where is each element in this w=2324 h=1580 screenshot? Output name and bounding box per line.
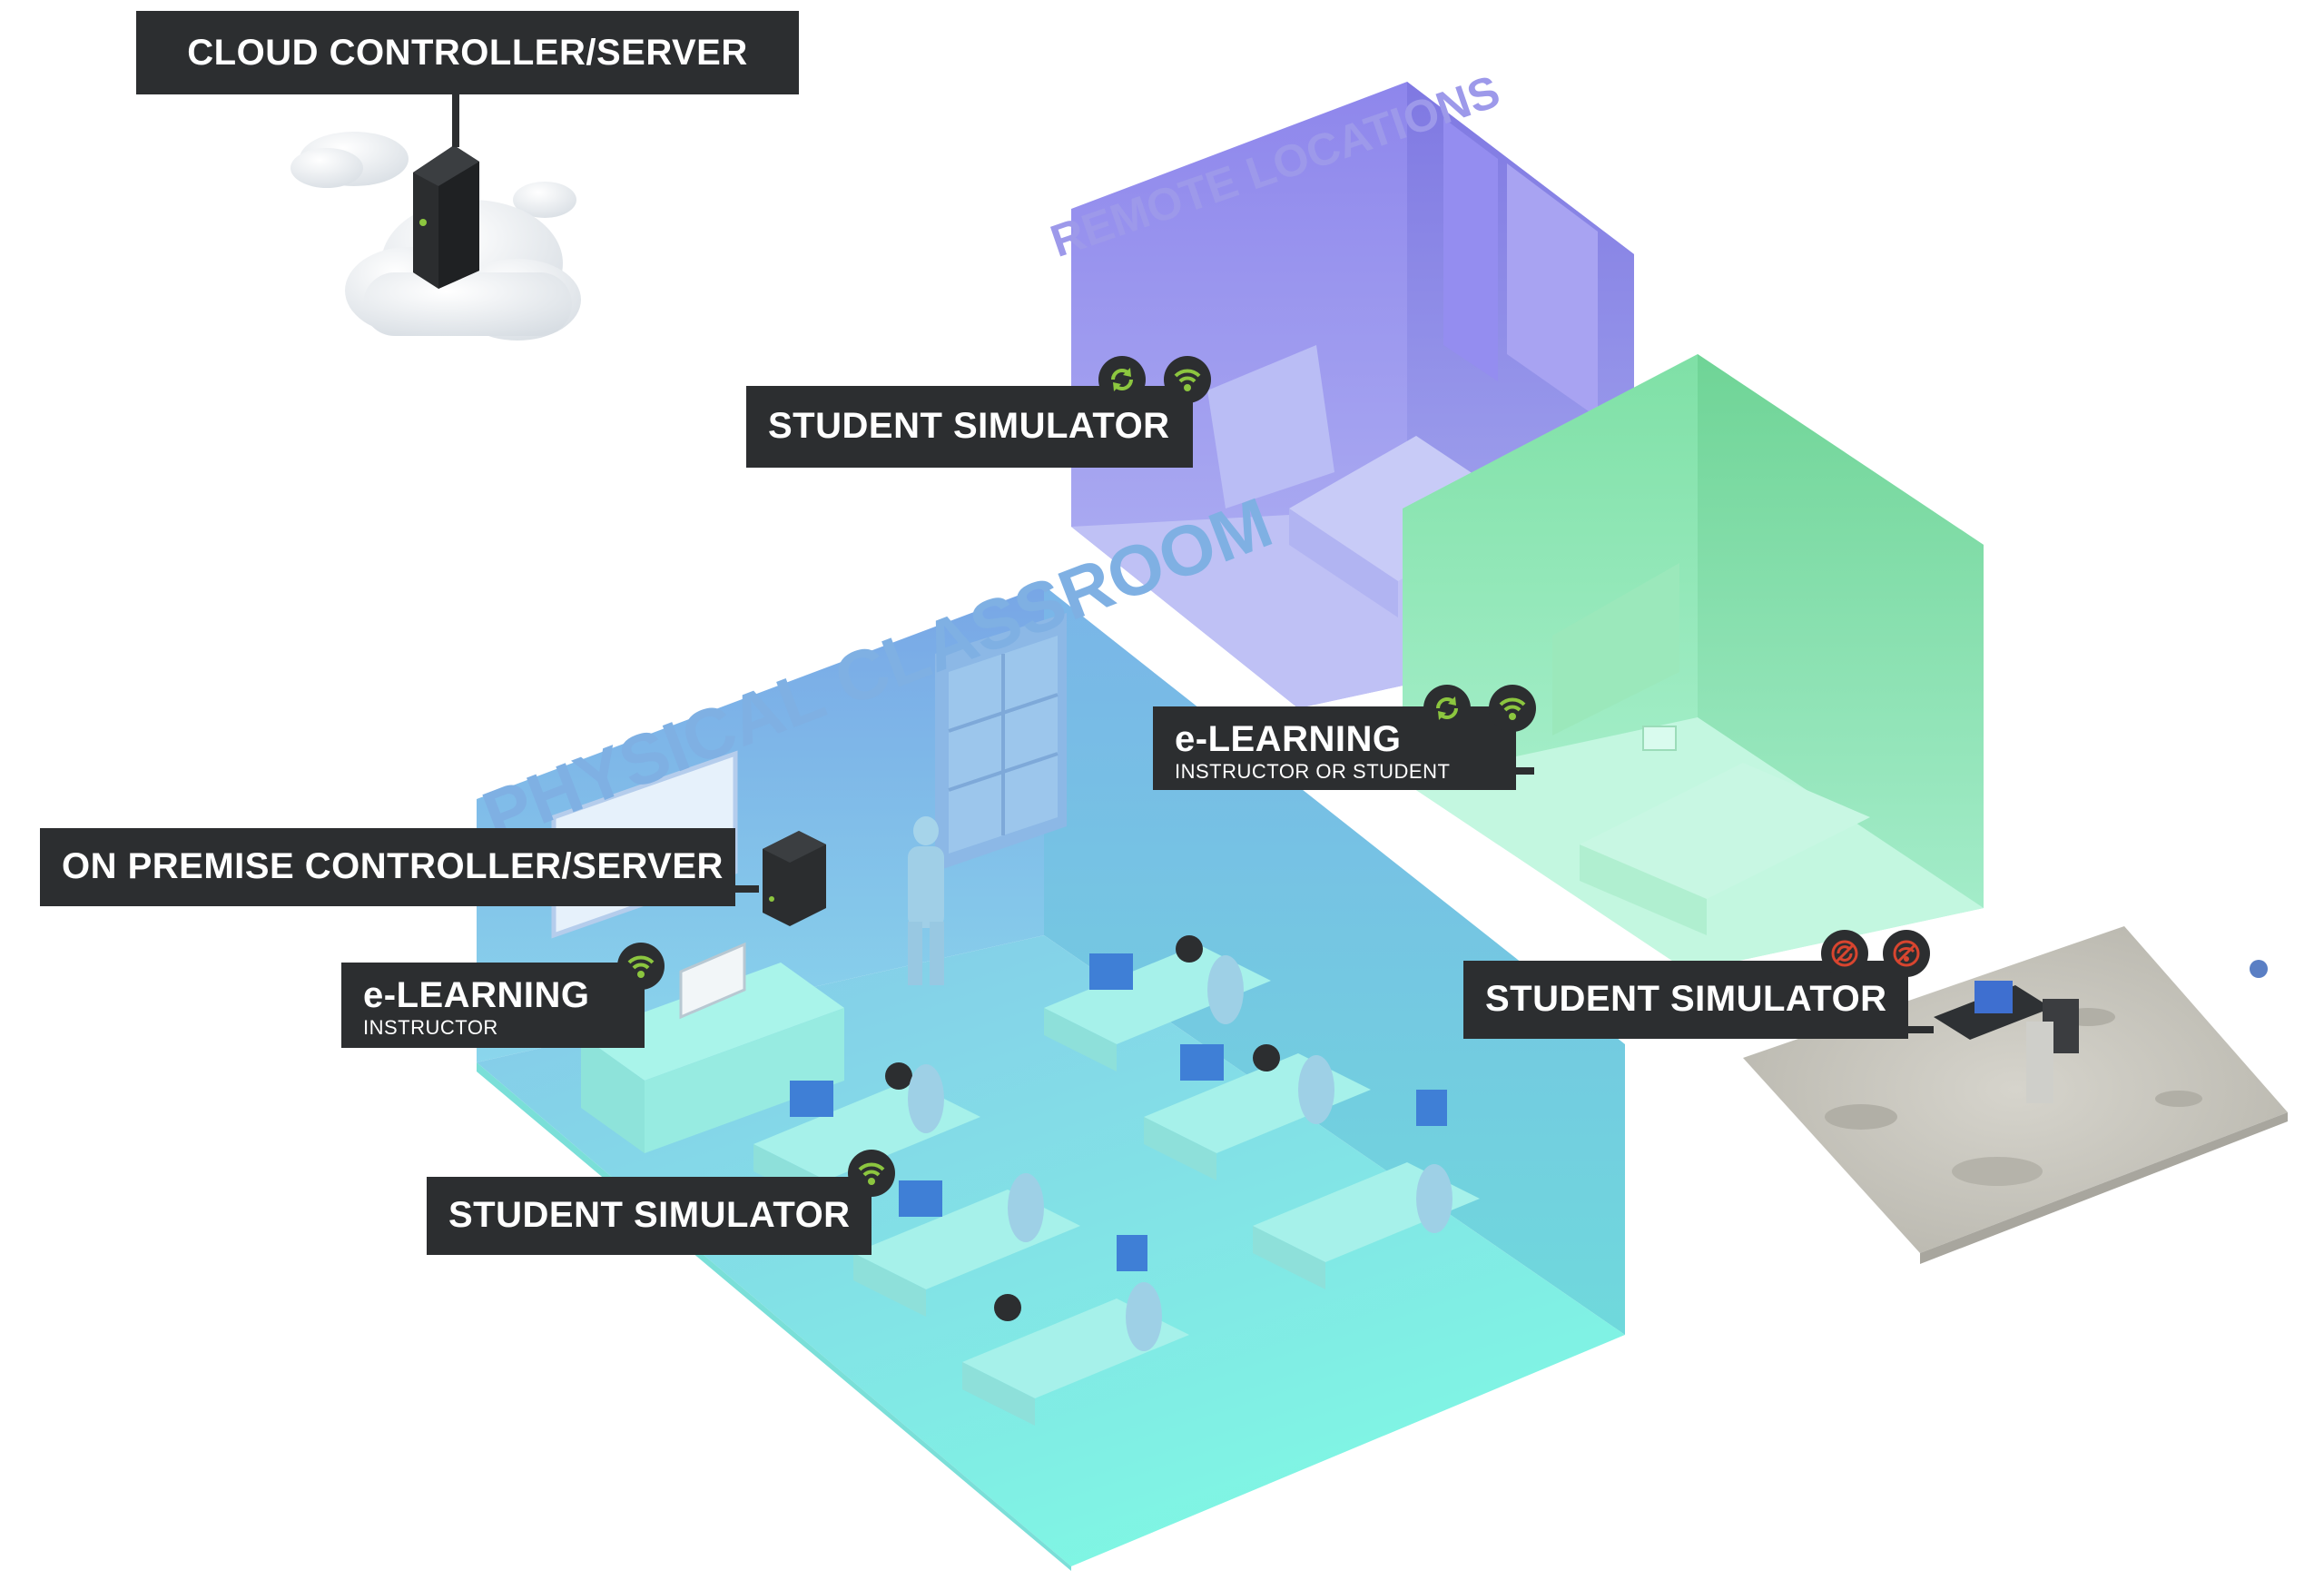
on-premise-server-label: ON PREMISE CONTROLLER/SERVER — [40, 828, 735, 906]
elearning-instructor-label: e-LEARNING INSTRUCTOR — [341, 963, 645, 1048]
wifi-icon — [1164, 356, 1211, 403]
cloud-server-illustration — [290, 132, 581, 341]
student-simulator-remote-label-text: STUDENT SIMULATOR — [768, 406, 1170, 446]
student-simulator-classroom-label: STUDENT SIMULATOR — [427, 1177, 872, 1255]
remote-room-green — [1403, 354, 1984, 972]
wifi-icon — [848, 1150, 895, 1197]
student-simulator-classroom-label-text: STUDENT SIMULATOR — [448, 1195, 851, 1235]
no-wifi-icon — [1883, 930, 1930, 977]
elearning-instructor-title: e-LEARNING — [363, 975, 590, 1015]
wifi-icon — [1489, 685, 1536, 732]
elearning-instructor-subtitle: INSTRUCTOR — [363, 1016, 498, 1039]
elearning-remote-title: e-LEARNING — [1175, 719, 1402, 759]
offline-moon-area — [1743, 926, 2288, 1264]
wifi-icon — [617, 943, 665, 990]
on-premise-server-label-text: ON PREMISE CONTROLLER/SERVER — [62, 846, 724, 886]
elearning-remote-subtitle: INSTRUCTOR OR STUDENT — [1175, 760, 1451, 783]
cloud-server-label-text: CLOUD CONTROLLER/SERVER — [187, 33, 748, 73]
sync-icon — [1098, 356, 1146, 403]
no-sync-icon — [1821, 930, 1868, 977]
student-simulator-offline-label-text: STUDENT SIMULATOR — [1485, 979, 1887, 1019]
student-simulator-offline-label: STUDENT SIMULATOR — [1463, 961, 1908, 1039]
sync-icon — [1423, 685, 1471, 732]
remote-room-purple — [1071, 82, 1634, 708]
cloud-server-label: CLOUD CONTROLLER/SERVER — [136, 11, 799, 94]
